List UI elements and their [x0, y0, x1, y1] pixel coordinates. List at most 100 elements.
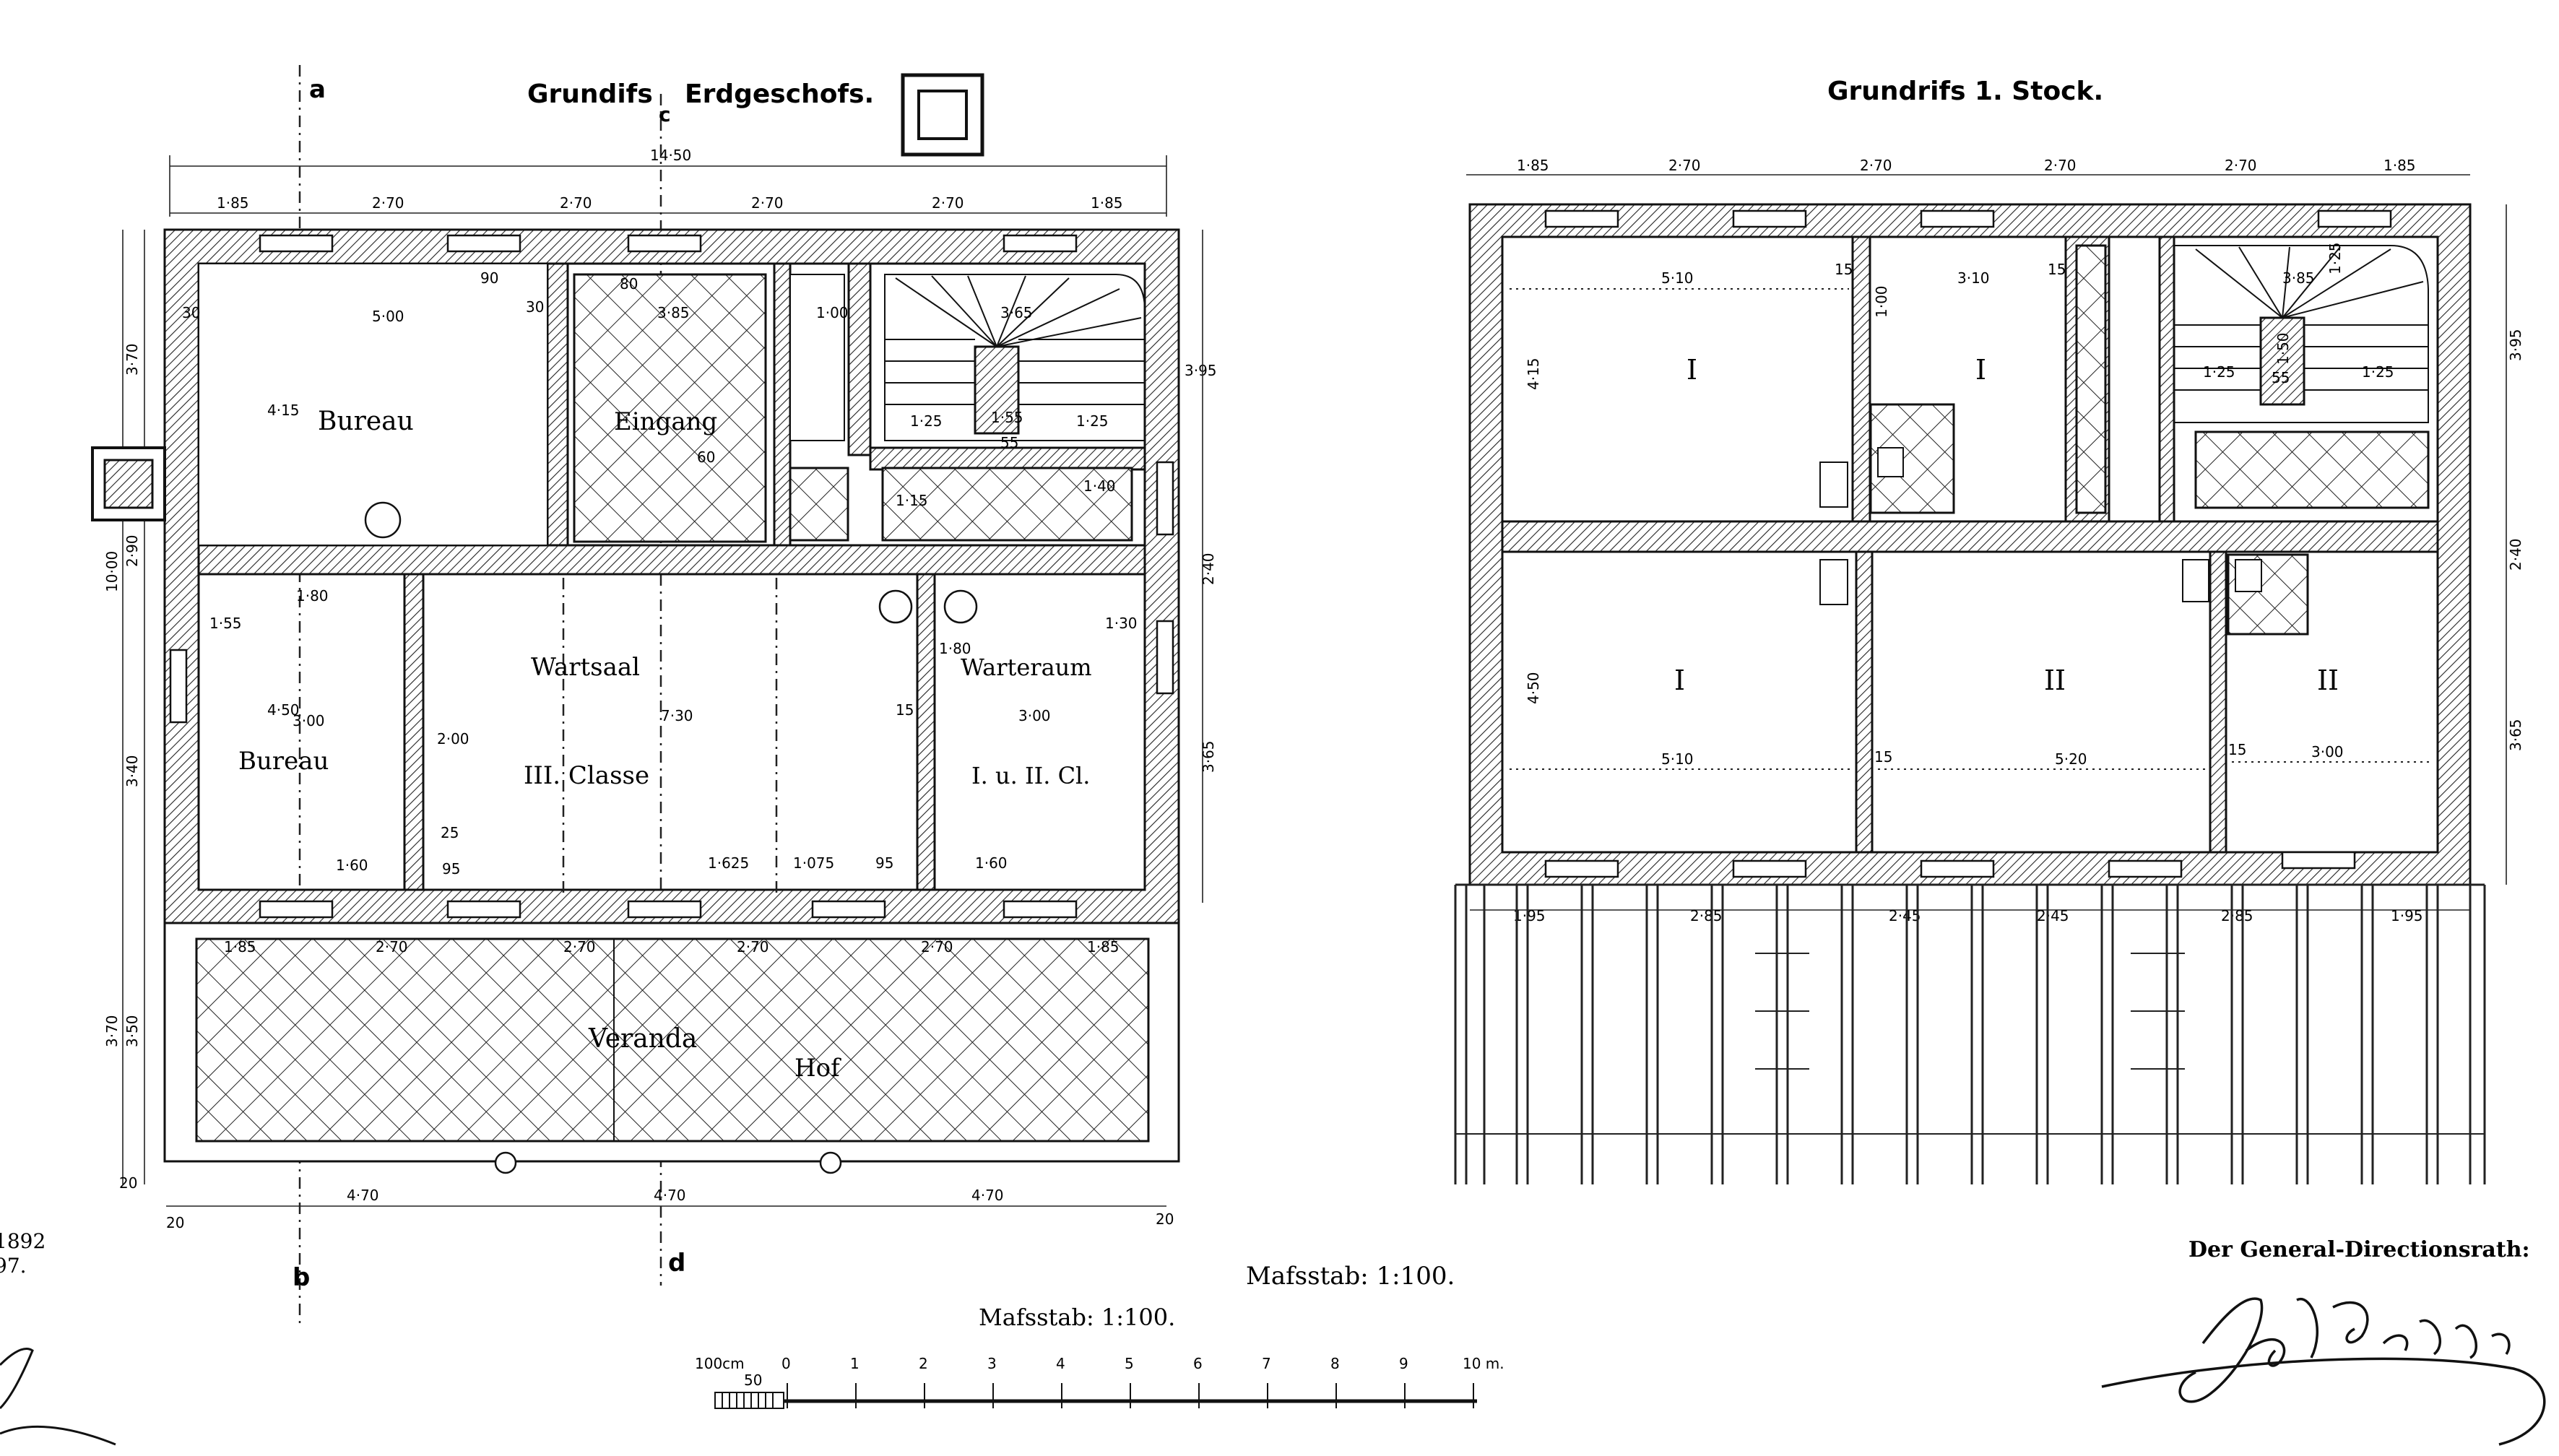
- margin-year: 1892: [0, 1229, 46, 1253]
- udim-5-10-b: 5·10: [1661, 750, 1694, 768]
- upper-right-dim-2: 2·40: [2507, 538, 2524, 571]
- upper-middle-wall: [1501, 520, 2439, 553]
- dim-3-00-left: 3·00: [293, 712, 325, 729]
- ground-floor-title-post: Erdgeschofs.: [685, 79, 874, 109]
- veranda-dim-4: 2·70: [737, 938, 769, 956]
- veranda-floor: [195, 937, 1150, 1143]
- upper-bottom-dim-5: 2·85: [2221, 907, 2253, 924]
- scale-tick-1: 1: [850, 1355, 860, 1372]
- small-store: [789, 467, 849, 542]
- scale-tick-5: 5: [1125, 1355, 1134, 1372]
- dim-30-a: 30: [526, 298, 544, 316]
- upper-bottom-dim-1: 1·95: [1513, 907, 1546, 924]
- upper-top-dim-3: 2·70: [1860, 157, 1892, 174]
- passage-floor: [881, 467, 1133, 542]
- udim-3-10: 3·10: [1957, 269, 1990, 287]
- udim-15-c: 15: [1874, 748, 1892, 766]
- stair-partition-wall: [847, 262, 872, 456]
- room-label-cl12: I. u. II. Cl.: [971, 762, 1090, 789]
- scale-label-left: Mafsstab: 1:100.: [979, 1304, 1175, 1331]
- section-label-d: d: [668, 1249, 685, 1278]
- top-dim-6: 1·85: [1091, 194, 1123, 212]
- dim-3-85: 3·85: [657, 304, 690, 321]
- veranda-post-1: [494, 1151, 517, 1174]
- upper-room-4: II: [2044, 664, 2066, 696]
- dim-60: 60: [697, 448, 715, 466]
- upper-bottom-dim-3: 2·45: [1889, 907, 1921, 924]
- udim-1-50: 1·50: [2274, 332, 2292, 365]
- upper-floor-title: Grundrifs 1. Stock.: [1827, 77, 2103, 106]
- scale-label-right: Mafsstab: 1:100.: [1246, 1262, 1455, 1291]
- corner-dim-3: 20: [1156, 1210, 1174, 1228]
- scale-tick-6: 6: [1193, 1355, 1203, 1372]
- veranda-dim-6: 1·85: [1087, 938, 1120, 956]
- dim-1-55-stair: 1·55: [991, 409, 1023, 426]
- corner-dim-2: 20: [166, 1214, 184, 1231]
- upper-bottom-dim-2: 2·85: [1690, 907, 1723, 924]
- upper-top-dim-5: 2·70: [2225, 157, 2257, 174]
- ground-floor-title-pre: Grundifs: [527, 79, 653, 109]
- room-label-bureau-top: Bureau: [318, 407, 414, 436]
- entrance-hall: [573, 273, 767, 543]
- upper-stair-partition: [2158, 235, 2175, 523]
- left-dim-3-50: 3·50: [124, 1015, 141, 1047]
- dim-1-075: 1·075: [793, 854, 834, 872]
- upper-right-dim-1: 3·95: [2507, 329, 2524, 361]
- bottom-dim-1: 4·70: [347, 1187, 379, 1204]
- left-dim-3-70-b: 3·70: [103, 1015, 121, 1047]
- bureau-partition-wall: [546, 262, 569, 547]
- upper-stove-1: [1877, 447, 1904, 477]
- upper-cabinet-1: [1819, 462, 1848, 508]
- upper-stove-2: [2235, 559, 2262, 592]
- upper-right-dim-3: 3·65: [2507, 719, 2524, 751]
- dim-1-30: 1·30: [1105, 615, 1138, 632]
- upper-flue-shaft: [2075, 244, 2107, 514]
- udim-1-25-a: 1·25: [2326, 242, 2344, 274]
- chimney-symbol: [901, 73, 984, 157]
- staircase-upper: [2173, 245, 2429, 423]
- ground-floor-plan: Grundifs c Erdgeschofs. a b d 14·50 1·85…: [91, 65, 1217, 1329]
- stair-landing-wall: [869, 446, 1146, 471]
- margin-signature-fragment: [0, 1348, 116, 1446]
- dim-1-25-a: 1·25: [910, 412, 943, 430]
- dim-80: 80: [620, 275, 638, 292]
- veranda-top-dims: 1·85 2·70 2·70 2·70 2·70 1·85: [224, 938, 1120, 956]
- top-dim-2: 2·70: [372, 194, 404, 212]
- upper-partition-1: [1851, 235, 1871, 523]
- left-dim-10-00: 10·00: [103, 551, 121, 592]
- udim-1-25-b: 1·25: [2203, 363, 2235, 381]
- ground-windows: [169, 234, 1174, 919]
- udim-1-25-c: 1·25: [2362, 363, 2394, 381]
- veranda-post-2: [819, 1151, 842, 1174]
- udim-55: 55: [2272, 369, 2290, 386]
- handwritten-signature: [2101, 1297, 2546, 1446]
- room-label-wartsaal: Wartsaal: [531, 653, 640, 682]
- udim-1-00: 1·00: [1873, 285, 1890, 318]
- dim-3-65: 3·65: [1000, 304, 1033, 321]
- room-label-hof: Hof: [794, 1054, 841, 1083]
- staircase-ground: [884, 274, 1146, 441]
- dim-25: 25: [441, 824, 459, 841]
- dim-90: 90: [480, 269, 498, 287]
- top-dim-4: 2·70: [751, 194, 784, 212]
- left-dim-2-90: 2·90: [124, 534, 141, 567]
- upper-bottom-dim-6: 1·95: [2391, 907, 2423, 924]
- scale-tick-4: 4: [1056, 1355, 1065, 1372]
- dim-4-50: 4·50: [267, 701, 300, 719]
- wc-block: [789, 274, 845, 441]
- stove-warteraum: [943, 589, 978, 624]
- bottom-dim-3: 4·70: [971, 1187, 1004, 1204]
- dim-5-00: 5·00: [372, 308, 404, 325]
- lower-bureau-wall: [403, 573, 425, 891]
- scale-unit-left: 100cm: [695, 1355, 745, 1372]
- warteraum-wall: [916, 573, 936, 891]
- upper-landing-floor: [2194, 430, 2430, 509]
- left-flue-box: [91, 446, 166, 521]
- upper-partition-2: [1855, 550, 1874, 854]
- dim-55: 55: [1000, 434, 1018, 451]
- dim-1-15: 1·15: [896, 492, 928, 509]
- dim-7-30: 7·30: [661, 707, 693, 724]
- corner-dim-1: 20: [119, 1174, 137, 1192]
- upper-windows: [1544, 209, 2392, 878]
